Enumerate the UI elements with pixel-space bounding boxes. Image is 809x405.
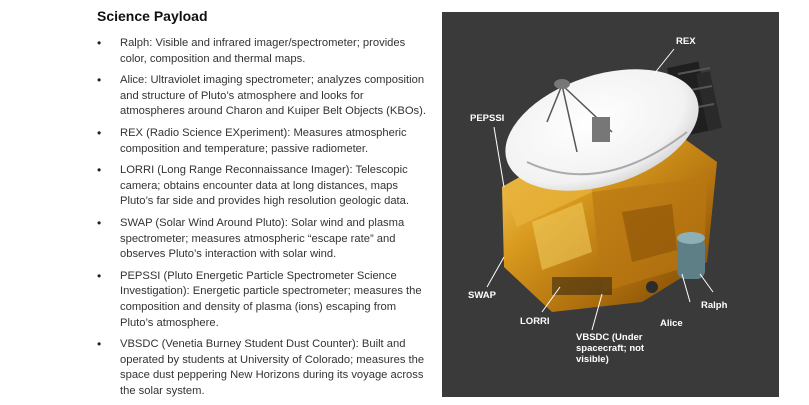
leader-lines <box>486 48 714 331</box>
label-lorri: LORRI <box>520 316 550 327</box>
item-text: LORRI (Long Range Reconnaissance Imager)… <box>120 164 409 208</box>
ralph-instrument <box>677 232 705 279</box>
label-pepssi: PEPSSI <box>470 113 505 124</box>
item-text: Alice: Ultraviolet imaging spectrometer;… <box>120 74 426 118</box>
science-payload-column: Science Payload • Ralph: Visible and infr… <box>97 8 427 405</box>
label-ralph: Ralph <box>701 300 728 311</box>
label-rex: REX <box>676 36 696 47</box>
item-text: REX (Radio Science EXperiment): Measures… <box>120 126 407 155</box>
list-item-vbsdc: • VBSDC (Venetia Burney Student Dust Coun… <box>97 337 427 399</box>
item-text: SWAP (Solar Wind Around Pluto): Solar wi… <box>120 216 405 261</box>
label-vbsdc: VBSDC (Under spacecraft; not visible) <box>576 332 645 365</box>
payload-list: • Ralph: Visible and infrared imager/spec… <box>97 36 427 399</box>
bullet-icon: • <box>97 215 102 230</box>
list-item-pepssi: • PEPSSI (Pluto Energetic Particle Spectr… <box>97 269 427 331</box>
bullet-icon: • <box>97 268 102 283</box>
bullet-icon: • <box>97 73 102 88</box>
list-item-swap: • SWAP (Solar Wind Around Pluto): Solar w… <box>97 216 427 263</box>
label-swap: SWAP <box>468 290 496 301</box>
bullet-icon: • <box>97 36 102 50</box>
section-heading: Science Payload <box>97 8 208 24</box>
list-item-rex: • REX (Radio Science EXperiment): Measure… <box>97 126 427 157</box>
bullet-icon: • <box>97 163 102 178</box>
list-item-alice: • Alice: Ultraviolet imaging spectrometer… <box>97 73 427 120</box>
bullet-icon: • <box>97 337 102 352</box>
list-item-lorri: • LORRI (Long Range Reconnaissance Imager… <box>97 163 427 210</box>
spacecraft-diagram: REX PEPSSI SWAP LORRI VBSDC (Under space… <box>442 12 779 397</box>
item-text: PEPSSI (Pluto Energetic Particle Spectro… <box>120 269 422 329</box>
item-text: Ralph: Visible and infrared imager/spect… <box>120 37 406 65</box>
list-item-ralph: • Ralph: Visible and infrared imager/spec… <box>97 36 427 67</box>
bullet-icon: • <box>97 125 102 140</box>
item-text: VBSDC (Venetia Burney Student Dust Count… <box>120 338 425 397</box>
lorri-aperture <box>646 281 658 293</box>
high-gain-antenna <box>505 69 699 191</box>
spacecraft-illustration <box>486 48 722 331</box>
label-alice: Alice <box>660 318 683 329</box>
